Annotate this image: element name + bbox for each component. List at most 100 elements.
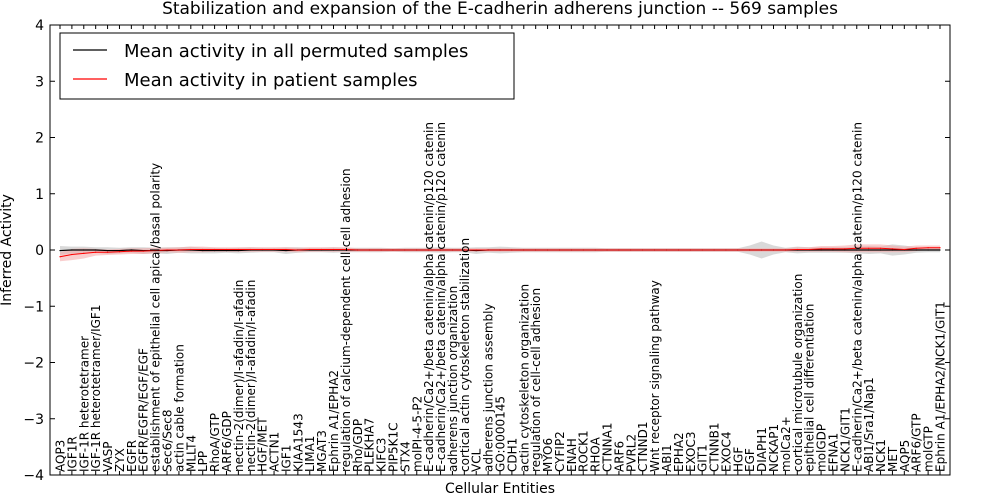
entity-label: AQP3 bbox=[54, 440, 68, 472]
data-point bbox=[356, 249, 358, 251]
data-point bbox=[321, 248, 323, 251]
entity-label: molGDP bbox=[815, 424, 829, 472]
data-point bbox=[713, 249, 715, 251]
data-point bbox=[297, 249, 299, 251]
data-point bbox=[927, 249, 929, 251]
entity-label: EGF bbox=[743, 448, 757, 472]
data-point bbox=[213, 249, 216, 252]
entity-label: RHOA bbox=[589, 436, 603, 472]
data-point bbox=[594, 249, 596, 251]
entity-label: Sec6/Sec8 bbox=[161, 409, 175, 472]
legend: Mean activity in all permuted samples Me… bbox=[59, 32, 515, 100]
data-point bbox=[606, 249, 608, 251]
entity-label: MLLT4 bbox=[184, 435, 198, 472]
entity-label: EPHA2 bbox=[672, 432, 686, 472]
entity-label: IGF1 bbox=[279, 445, 293, 472]
data-point bbox=[154, 249, 156, 252]
data-point bbox=[701, 249, 703, 251]
data-point bbox=[249, 248, 251, 251]
legend-label-permuted: Mean activity in all permuted samples bbox=[124, 41, 468, 62]
data-point bbox=[820, 248, 822, 250]
data-point bbox=[558, 249, 561, 251]
data-point bbox=[499, 249, 501, 251]
entity-label: PVRL2 bbox=[624, 434, 638, 472]
entity-label: LIMA1 bbox=[303, 436, 317, 472]
data-point bbox=[202, 248, 204, 251]
data-point bbox=[130, 249, 132, 251]
data-point bbox=[891, 249, 894, 251]
data-point bbox=[879, 249, 882, 251]
y-tick-label: 3 bbox=[35, 74, 44, 90]
data-point bbox=[832, 248, 834, 250]
entity-label: MYO6 bbox=[541, 438, 555, 472]
data-point bbox=[546, 249, 549, 251]
entity-label: RhoA/GTP bbox=[208, 413, 222, 472]
data-point bbox=[523, 249, 525, 251]
data-point bbox=[225, 248, 228, 251]
data-point bbox=[808, 248, 810, 251]
entity-label: MGAT3 bbox=[315, 430, 329, 472]
entity-label: ZYX bbox=[113, 448, 127, 472]
data-point bbox=[59, 256, 61, 258]
entity-label: ARF6/GDP bbox=[220, 411, 234, 472]
data-point bbox=[392, 249, 394, 251]
series-lines bbox=[59, 247, 941, 258]
data-point bbox=[772, 249, 775, 251]
data-point bbox=[83, 252, 85, 254]
y-tick-label: 0 bbox=[35, 243, 44, 259]
data-point bbox=[475, 249, 477, 251]
entity-label: epithelial cell differentiation bbox=[803, 304, 817, 472]
entity-label: nectin-2(dimer)/I-afadin/I-afadin bbox=[232, 280, 246, 472]
y-tick-label: −4 bbox=[23, 468, 44, 484]
entity-label: PLEKHA7 bbox=[363, 418, 377, 472]
data-point bbox=[285, 248, 287, 251]
entity-label: Ephrin A1/EPHA2 bbox=[327, 370, 341, 472]
data-point bbox=[71, 253, 73, 256]
data-point bbox=[737, 249, 739, 251]
data-point bbox=[927, 247, 929, 249]
entity-label: KIFC3 bbox=[375, 438, 389, 472]
y-tick-label: 1 bbox=[35, 187, 44, 203]
data-point bbox=[95, 251, 97, 253]
entity-label: molPI-4-5-P2 bbox=[410, 396, 424, 472]
data-point bbox=[332, 248, 335, 251]
entity-label: regulation of calcium-dependent cell-cel… bbox=[339, 168, 353, 472]
data-point bbox=[451, 249, 454, 251]
data-point bbox=[844, 248, 846, 250]
data-point bbox=[95, 249, 97, 251]
data-point bbox=[891, 248, 894, 250]
data-point bbox=[439, 249, 442, 251]
entity-label: IGF-1R heterotetramer bbox=[77, 336, 91, 472]
entity-label: GO:0000145 bbox=[494, 396, 508, 472]
data-point bbox=[868, 249, 870, 251]
entity-label: actin cytoskeleton organization bbox=[517, 284, 531, 472]
entity-label: regulation of cell-cell adhesion bbox=[529, 288, 543, 472]
entity-label: Ephrin A1/EPHA2/NCK1/GIT1 bbox=[934, 301, 948, 472]
data-point bbox=[273, 248, 275, 251]
entity-label: EXOC4 bbox=[719, 432, 733, 473]
data-point bbox=[404, 249, 406, 251]
entity-label: Rho/GDP bbox=[351, 419, 365, 472]
data-point bbox=[428, 249, 430, 251]
entity-label: CTNNA1 bbox=[601, 422, 615, 472]
entity-label: ABI1/Sra1/Nap1 bbox=[862, 377, 876, 472]
y-tick-label: −1 bbox=[23, 299, 44, 315]
entity-label: CDH1 bbox=[505, 438, 519, 472]
entity-label: DIAPH1 bbox=[755, 427, 769, 472]
entity-label: NCKAP1 bbox=[767, 424, 781, 472]
data-point bbox=[832, 249, 834, 251]
data-point bbox=[71, 249, 73, 251]
entity-label: adherens junction organization bbox=[446, 286, 460, 472]
data-point bbox=[856, 249, 858, 251]
entity-label: cortical microtubule organization bbox=[791, 274, 805, 472]
data-point bbox=[582, 249, 584, 251]
entity-label: NCK1 bbox=[874, 439, 888, 472]
plot-frame bbox=[49, 24, 951, 476]
series-band-1 bbox=[60, 244, 940, 262]
data-point bbox=[879, 247, 882, 249]
data-point bbox=[237, 248, 239, 251]
data-point bbox=[261, 248, 263, 251]
entity-label: CTNND1 bbox=[636, 421, 650, 472]
entity-label: EXOC3 bbox=[684, 432, 698, 473]
